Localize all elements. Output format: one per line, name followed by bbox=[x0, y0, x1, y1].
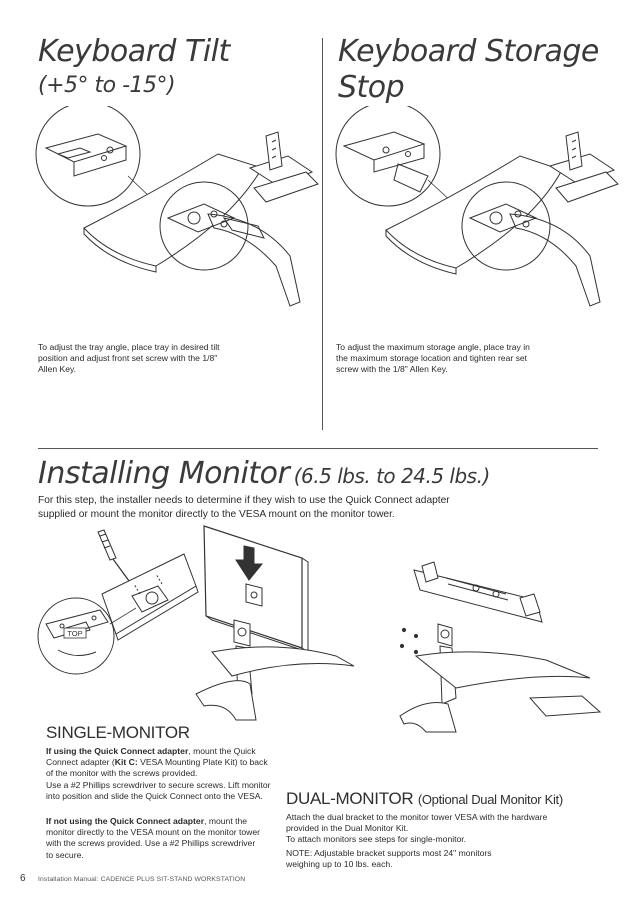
instruction-line: with the screws provided. Use a #2 Phill… bbox=[46, 838, 256, 849]
desc-line: To adjust the tray angle, place tray in … bbox=[38, 342, 220, 352]
desc-line: To adjust the maximum storage angle, pla… bbox=[336, 342, 530, 352]
instruction-line: If using the Quick Connect adapter, moun… bbox=[46, 746, 296, 757]
dual-monitor-illustration bbox=[386, 548, 602, 734]
keyboard-storage-title: Keyboard Storage Stop bbox=[338, 34, 599, 105]
single-monitor-title: SINGLE-MONITOR bbox=[46, 723, 190, 742]
single-monitor-direct-instructions: If not using the Quick Connect adapter, … bbox=[46, 816, 296, 861]
keyboard-tilt-range: (+5° to -15°) bbox=[38, 73, 176, 98]
footer-text: Installation Manual: CADENCE PLUS SIT-ST… bbox=[38, 876, 246, 883]
note-line: NOTE: Adjustable bracket supports most 2… bbox=[286, 848, 492, 858]
kit-c-bold: Kit C: bbox=[114, 757, 138, 768]
installing-monitor-title: Installing Monitor bbox=[38, 456, 290, 491]
page-footer: 6 Installation Manual: CADENCE PLUS SIT-… bbox=[20, 868, 245, 886]
intro-line: For this step, the installer needs to de… bbox=[38, 495, 450, 506]
top-tag-label: TOP bbox=[63, 627, 87, 639]
no-quick-connect-bold: If not using the Quick Connect adapter bbox=[46, 816, 205, 826]
instruction-line: into position and slide the Quick Connec… bbox=[46, 790, 263, 801]
keyboard-storage-description: To adjust the maximum storage angle, pla… bbox=[336, 342, 606, 376]
instruction-text: Connect adapter ( bbox=[46, 757, 115, 768]
instruction-line: provided in the Dual Monitor Kit. bbox=[286, 823, 409, 834]
instruction-line: To attach monitors see steps for single-… bbox=[286, 834, 467, 845]
dual-monitor-instructions: Attach the dual bracket to the monitor t… bbox=[286, 812, 606, 846]
dual-monitor-subtitle: (Optional Dual Monitor Kit) bbox=[417, 792, 563, 807]
page-number: 6 bbox=[20, 873, 26, 884]
keyboard-tilt-title: Keyboard Tilt bbox=[38, 34, 230, 69]
note-line: weighing up to 10 lbs. each. bbox=[286, 859, 393, 870]
instruction-text: , mount the Quick bbox=[188, 746, 256, 756]
single-monitor-illustration: TOP bbox=[36, 524, 356, 724]
desc-line: screw with the 1/8" Allen Key. bbox=[336, 364, 448, 375]
keyboard-tilt-illustration bbox=[28, 106, 320, 322]
dual-monitor-heading: DUAL-MONITOR (Optional Dual Monitor Kit) bbox=[286, 788, 563, 811]
instruction-line: Connect adapter (Kit C: VESA Mounting Pl… bbox=[46, 757, 296, 768]
instruction-line: Use a #2 Phillips screwdriver to secure … bbox=[46, 779, 271, 790]
installing-monitor-heading: Installing Monitor (6.5 lbs. to 24.5 lbs… bbox=[38, 456, 490, 494]
instruction-line: If not using the Quick Connect adapter, … bbox=[46, 816, 296, 827]
monitor-weight-range: (6.5 lbs. to 24.5 lbs.) bbox=[293, 464, 491, 488]
instruction-line: Attach the dual bracket to the monitor t… bbox=[286, 812, 548, 822]
instruction-line: monitor directly to the VESA mount on th… bbox=[46, 827, 260, 838]
quick-connect-bold: If using the Quick Connect adapter bbox=[46, 746, 189, 756]
instruction-line: to secure. bbox=[46, 849, 84, 860]
desc-line: the maximum storage location and tighten… bbox=[336, 353, 528, 364]
intro-line: supplied or mount the monitor directly t… bbox=[38, 509, 395, 520]
top-center-divider bbox=[322, 38, 323, 430]
instruction-text: VESA Mounting Plate Kit) to back bbox=[137, 757, 268, 768]
instruction-text: , mount the bbox=[204, 816, 248, 826]
section-divider bbox=[38, 448, 598, 449]
top-tag-text: TOP bbox=[67, 629, 82, 638]
keyboard-storage-illustration bbox=[328, 106, 620, 322]
monitor-intro: For this step, the installer needs to de… bbox=[38, 494, 598, 522]
desc-line: Allen Key. bbox=[38, 364, 77, 375]
desc-line: position and adjust front set screw with… bbox=[38, 353, 218, 364]
keyboard-tilt-description: To adjust the tray angle, place tray in … bbox=[38, 342, 308, 376]
instruction-line: of the monitor with the screws provided. bbox=[46, 768, 198, 779]
single-monitor-instructions: If using the Quick Connect adapter, moun… bbox=[46, 746, 296, 802]
dual-monitor-note: NOTE: Adjustable bracket supports most 2… bbox=[286, 848, 606, 870]
dual-monitor-title: DUAL-MONITOR bbox=[286, 789, 414, 808]
